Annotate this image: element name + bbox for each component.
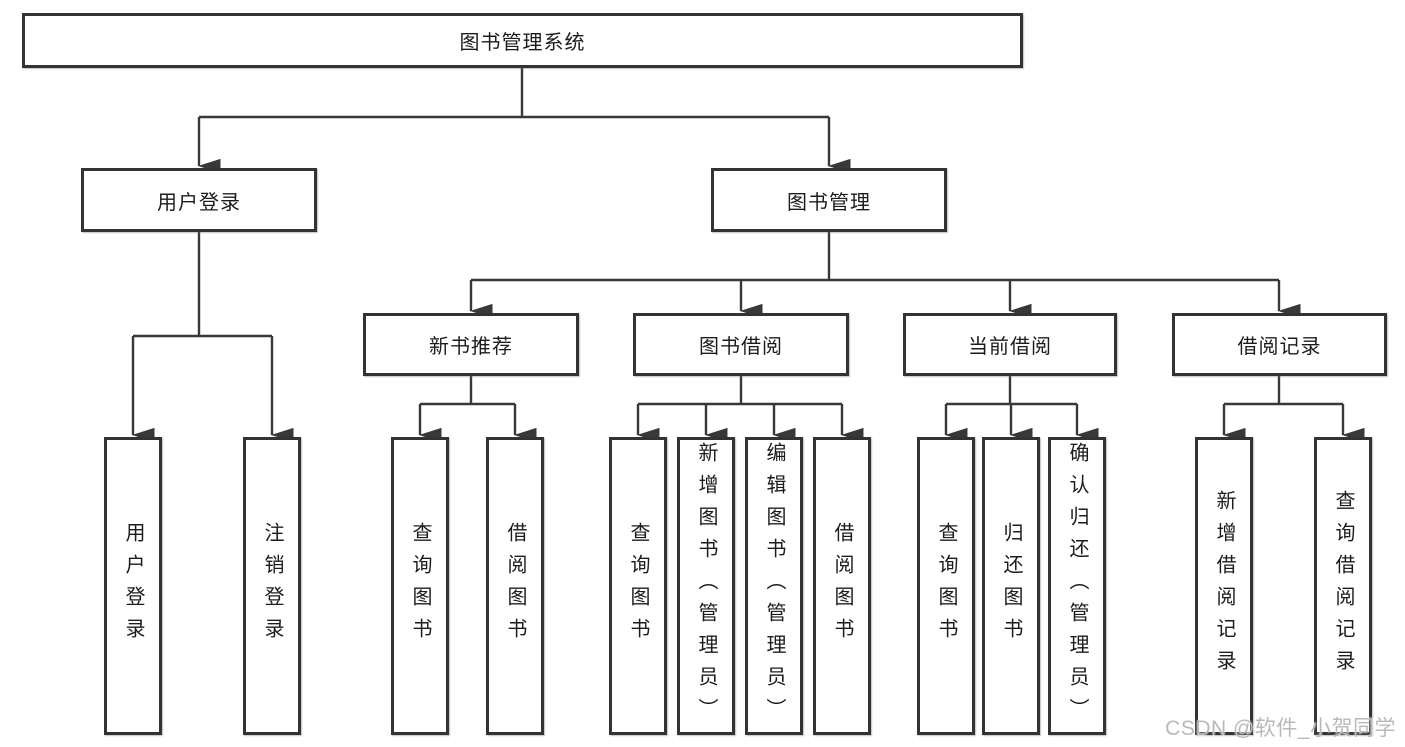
leaf-label: 归还图书 [1000,522,1022,650]
leaf-label: 确认归还（管理员） [1066,442,1088,730]
leaf-return-books: 归还图书 [982,437,1040,735]
node-label: 新书推荐 [429,336,513,358]
leaf-label: 用户登录 [122,522,144,650]
leaf-label: 查询图书 [935,522,957,650]
leaf-edit-books-admin: 编辑图书（管理员） [745,437,803,735]
node-book-management: 图书管理 [711,168,947,232]
node-new-book-recommend: 新书推荐 [363,313,579,376]
leaf-add-books-admin: 新增图书（管理员） [677,437,735,735]
node-label: 图书管理 [787,191,871,214]
node-label: 借阅记录 [1237,336,1322,358]
csdn-watermark: CSDN @软件_小贺同学 [1165,717,1396,740]
leaf-logout: 注销登录 [243,437,301,735]
node-label: 用户登录 [157,191,241,214]
node-library-management-system: 图书管理系统 [22,13,1023,68]
leaf-user-login: 用户登录 [104,437,162,735]
leaf-label: 查询借阅记录 [1332,490,1354,682]
leaf-label: 新增图书（管理员） [695,442,717,730]
leaf-confirm-return-admin: 确认归还（管理员） [1048,437,1106,735]
node-book-borrowing: 图书借阅 [633,313,849,376]
leaf-label: 借阅图书 [831,522,853,650]
node-label: 图书管理系统 [459,32,586,54]
leaf-label: 注销登录 [261,522,283,650]
leaf-query-books-borrowing: 查询图书 [609,437,667,735]
leaf-borrow-books-borrowing: 借阅图书 [813,437,871,735]
leaf-query-borrow-record: 查询借阅记录 [1314,437,1372,735]
leaf-label: 查询图书 [409,522,431,650]
leaf-borrow-books-recommend: 借阅图书 [486,437,544,735]
leaf-query-books-recommend: 查询图书 [391,437,449,735]
node-label: 图书借阅 [699,336,783,358]
leaf-add-borrow-record: 新增借阅记录 [1195,437,1253,735]
leaf-label: 编辑图书（管理员） [763,442,785,730]
node-current-borrowing: 当前借阅 [903,313,1117,376]
node-borrow-records: 借阅记录 [1172,313,1387,376]
node-label: 当前借阅 [968,336,1052,358]
leaf-label: 借阅图书 [504,522,526,650]
leaf-label: 新增借阅记录 [1213,490,1235,682]
node-user-login: 用户登录 [81,168,317,232]
leaf-label: 查询图书 [627,522,649,650]
leaf-query-books-current: 查询图书 [917,437,975,735]
